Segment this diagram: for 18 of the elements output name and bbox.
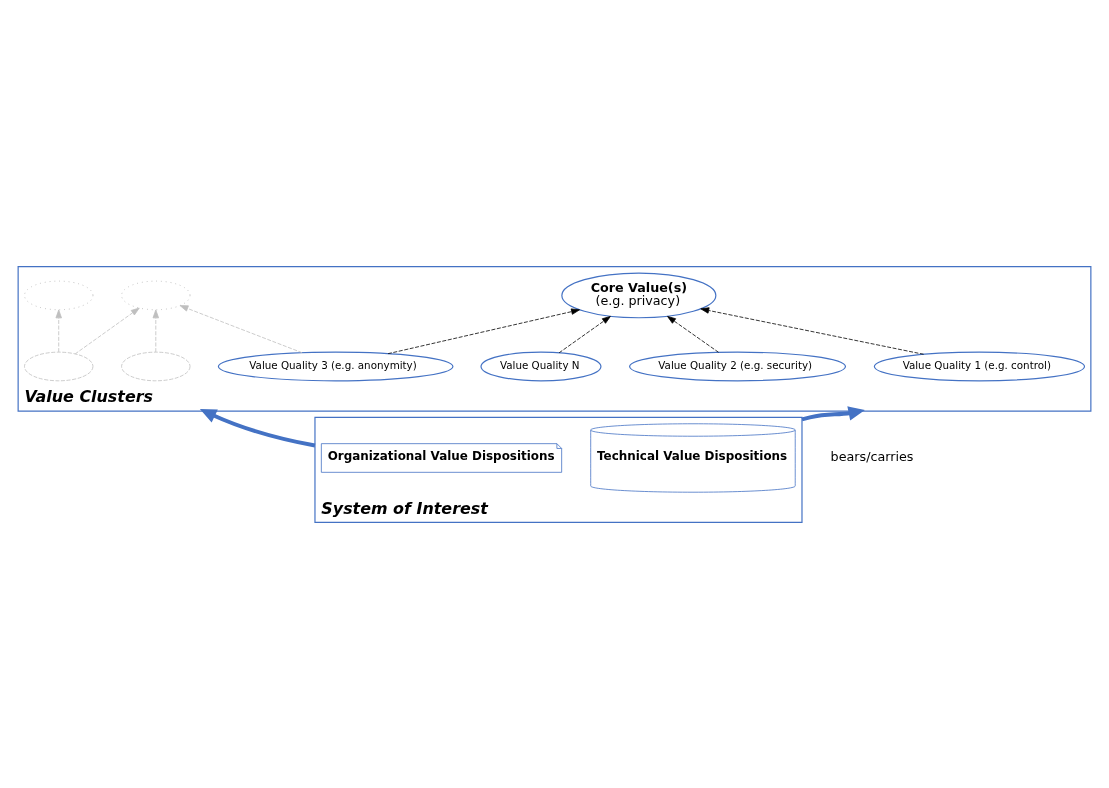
arrow	[700, 306, 924, 355]
node-ellipse: Value Quality 3 (e.g. anonymity)	[217, 351, 454, 381]
arrow	[74, 307, 140, 354]
label: bears/carries	[830, 448, 914, 464]
node-ellipse: Value Quality N	[480, 351, 602, 381]
arrow	[152, 309, 159, 352]
arrow	[801, 405, 865, 421]
node-ellipse	[24, 351, 94, 381]
node-ellipse: Value Quality 2 (e.g. security)	[629, 351, 847, 381]
node-ellipse	[121, 351, 191, 381]
node-ellipse: Value Quality 1 (e.g. control)	[873, 351, 1086, 381]
arrow	[387, 308, 580, 354]
arrow	[55, 309, 62, 352]
node-ellipse	[24, 280, 94, 310]
arrow	[667, 315, 719, 353]
arrow	[558, 315, 611, 353]
arrow	[179, 304, 303, 353]
arrow	[199, 408, 316, 447]
